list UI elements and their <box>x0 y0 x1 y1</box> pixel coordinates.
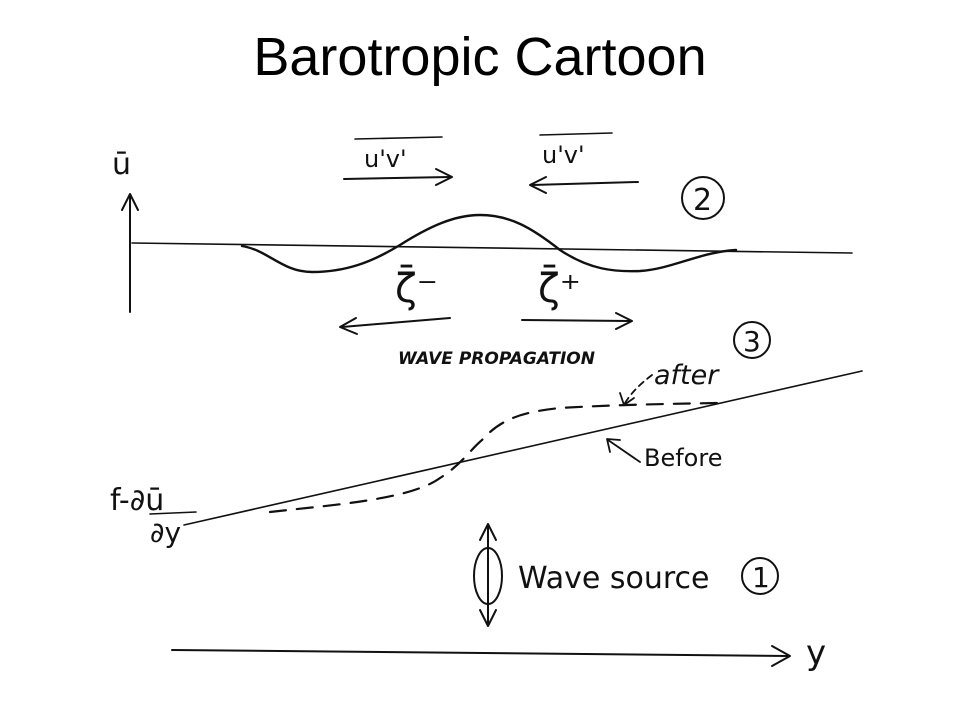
propagation-arrow-left <box>341 317 451 328</box>
y-axis-label: y <box>806 633 826 673</box>
wave-source-arrowhead-up <box>479 523 497 541</box>
panel-1-circle <box>741 557 779 595</box>
panel-3: 3 after Before f-∂ū ∂y <box>110 321 863 549</box>
zeta-plus-label: ζ̄⁺ <box>538 264 581 312</box>
vorticity-gradient-label-bottom: ∂y <box>150 516 181 549</box>
zeta-minus-label: ζ̄⁻ <box>395 264 438 312</box>
flux-right-label: u'v' <box>542 141 585 169</box>
u-axis-label: ū <box>112 147 131 182</box>
flux-arrow-right <box>343 176 451 180</box>
flux-arrow-left-head <box>529 176 547 194</box>
zero-baseline <box>131 242 853 254</box>
propagation-arrow-left-head <box>339 317 358 335</box>
panel-2-number: 2 <box>693 183 712 218</box>
slide-title: Barotropic Cartoon <box>253 27 707 87</box>
wave-source-arrowhead-down <box>479 609 497 627</box>
panel-3-number: 3 <box>743 325 761 358</box>
y-axis-arrowhead <box>771 645 791 667</box>
panel-1: Wave source 1 <box>473 523 779 627</box>
after-label: after <box>654 360 720 391</box>
after-pointer-head <box>619 392 635 406</box>
panel-1-number: 1 <box>752 561 770 594</box>
wave-source-label: Wave source <box>518 561 710 596</box>
u-axis-arrowhead <box>121 193 139 211</box>
propagation-arrow-right-head <box>615 312 633 330</box>
vorticity-gradient-label-top: f-∂ū <box>110 483 164 518</box>
before-pointer-head <box>606 438 621 453</box>
after-dashed-curve <box>268 401 720 514</box>
panel-2-circle <box>681 176 725 220</box>
panel-3-circle <box>733 321 771 359</box>
vorticity-gradient-fraction-bar <box>149 511 197 515</box>
flux-left-label: u'v' <box>364 145 407 173</box>
before-pointer <box>607 439 641 463</box>
before-label: Before <box>644 444 722 472</box>
y-axis: y <box>171 633 826 673</box>
flux-left-overbar <box>354 136 443 140</box>
before-line <box>183 370 863 526</box>
wind-profile-curve <box>240 213 738 274</box>
flux-arrow-left <box>531 181 639 186</box>
after-pointer <box>624 374 653 404</box>
propagation-arrow-right <box>521 319 631 322</box>
flux-right-overbar <box>539 132 613 136</box>
flux-arrow-right-head <box>435 168 453 186</box>
panel-2: ū u'v' u'v' 2 ζ̄⁻ ζ̄⁺ WA <box>112 132 853 369</box>
y-axis-line <box>171 649 789 657</box>
wave-propagation-label: WAVE PROPAGATION <box>398 349 595 369</box>
